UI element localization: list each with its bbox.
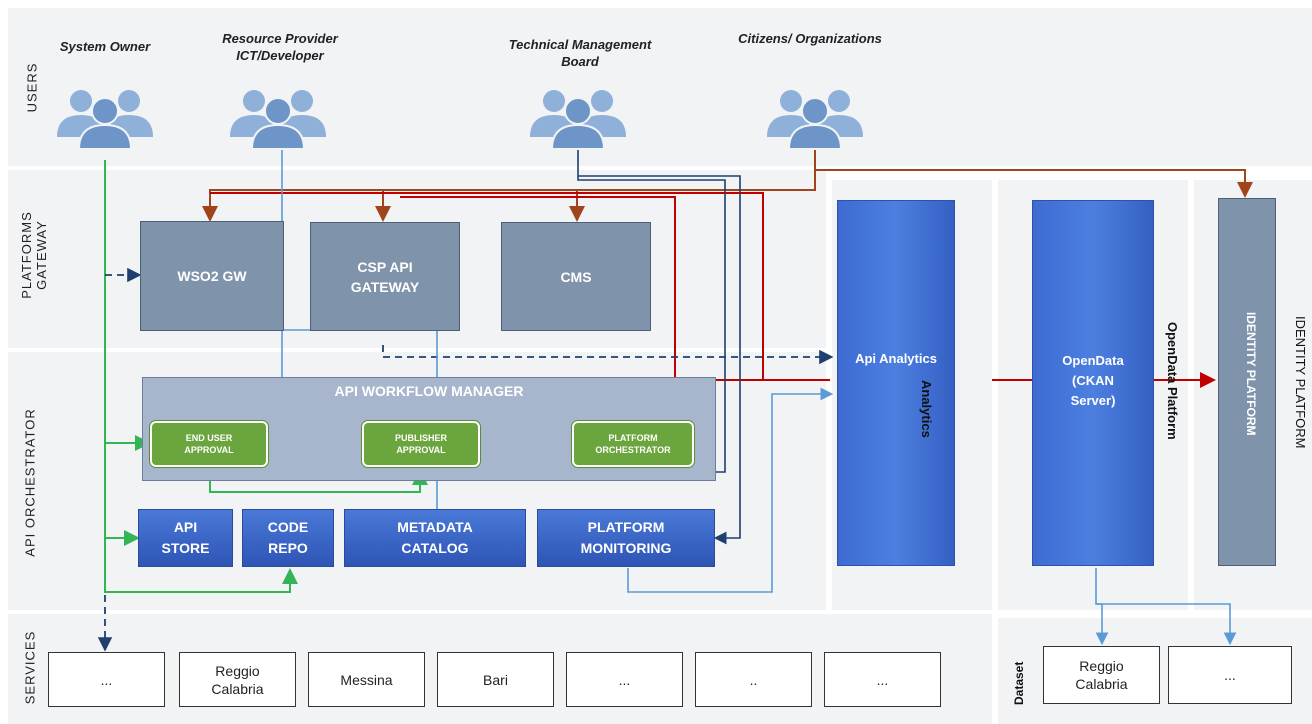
actor-system-owner-label: System Owner (59, 39, 151, 54)
users-group-icon (56, 89, 154, 150)
users-group-icon (766, 89, 864, 150)
identity-platform-box-label: IDENTITY PLATFORM (1244, 312, 1258, 436)
api-workflow-manager-title: API WORKFLOW MANAGER (334, 383, 524, 399)
actor-resource-provider-line1: Resource Provider (222, 31, 338, 46)
identity-platform-box[interactable] (1218, 198, 1276, 566)
actor-resource-provider-label: Resource Provider ICT/Developer (200, 30, 360, 64)
wso2-gateway-box[interactable]: WSO2 GW (140, 221, 284, 331)
cms-box[interactable]: CMS (501, 222, 651, 331)
actor-technical-board-label: Technical Management Board (480, 36, 680, 70)
dataset-box-2[interactable]: ... (1168, 646, 1292, 704)
analytics-lane-label: Analytics (919, 380, 934, 438)
service-box-bari[interactable]: Bari (437, 652, 554, 707)
service-box-5[interactable]: ... (566, 652, 683, 707)
dashed-connectors (97, 267, 834, 652)
identity-platform-lane-label: IDENTITY PLATFORM (1293, 316, 1308, 449)
api-analytics-label: Api Analytics (855, 351, 937, 366)
api-analytics-box[interactable]: Api Analytics (837, 200, 955, 566)
users-group-icon (229, 89, 327, 150)
actor-technical-board-line1: Technical Management (508, 37, 652, 52)
dataset-lane-label: Dataset (1012, 661, 1026, 705)
users-lane (8, 8, 1312, 166)
service-box-1[interactable]: ... (48, 652, 165, 707)
brown-connectors (202, 150, 1253, 222)
actor-citizens-label: Citizens/ Organizations (738, 31, 882, 46)
actor-resource-provider-line2: ICT/Developer (236, 48, 324, 63)
opendata-platform-label: OpenData Platform (1165, 322, 1180, 440)
service-box-6[interactable]: .. (695, 652, 812, 707)
users-group-icon (529, 89, 627, 150)
actor-technical-board-line2: Board (561, 54, 599, 69)
service-box-messina[interactable]: Messina (308, 652, 425, 707)
service-box-7[interactable]: ... (824, 652, 941, 707)
